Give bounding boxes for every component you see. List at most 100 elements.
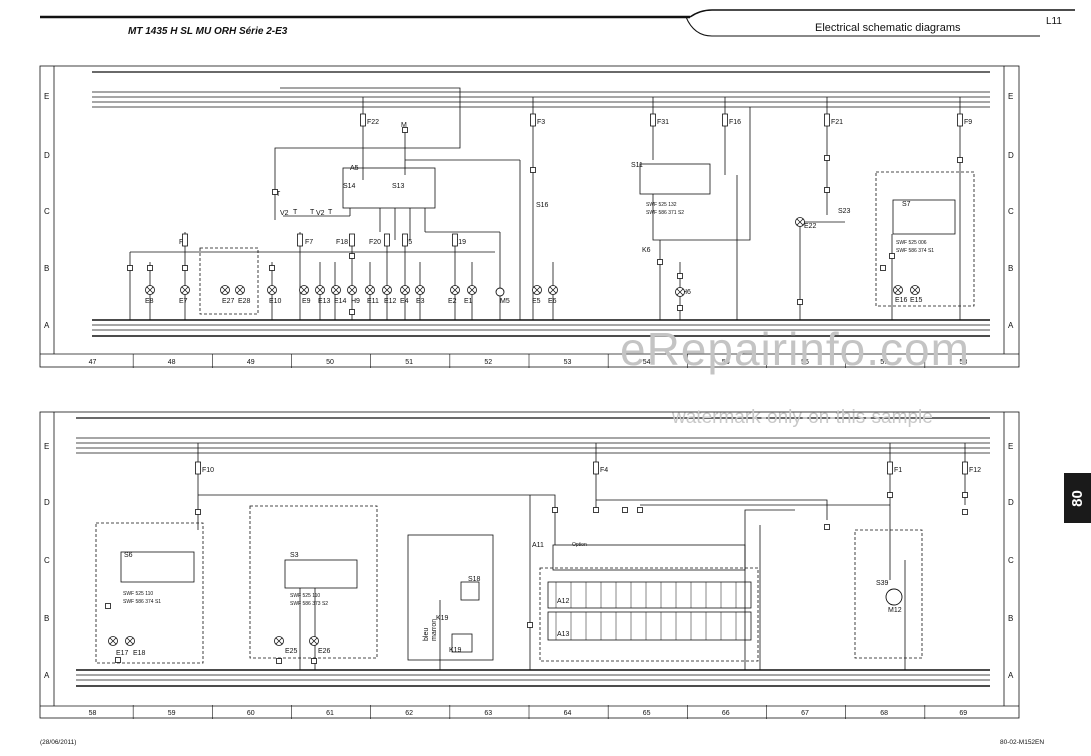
component-label: T — [293, 209, 298, 216]
component-label: T — [328, 209, 333, 216]
watermark-note: watermark-only-on-this-sample — [672, 407, 933, 428]
motor-symbol — [885, 588, 903, 606]
component-label: S6 — [124, 552, 133, 559]
connector-pin — [622, 507, 628, 513]
lamp-symbol — [795, 217, 805, 227]
component-label: E15 — [910, 297, 923, 304]
component-label: K19 — [449, 647, 462, 654]
lamp-symbol — [675, 287, 685, 297]
connector-pin — [311, 658, 317, 664]
column-number: 50 — [326, 359, 334, 366]
row-letter: B — [1008, 614, 1013, 623]
lamp-symbol — [315, 285, 325, 295]
row-letter: C — [1008, 207, 1014, 216]
component-label: SWF 586 374 S1 — [123, 599, 161, 605]
column-number: 51 — [405, 359, 413, 366]
component-label: SWF 586 373 S2 — [290, 601, 328, 607]
lamp-cross — [549, 286, 557, 294]
lamp-cross — [676, 288, 684, 296]
component-label: F22 — [367, 119, 379, 126]
component-label: SWF 586 374 S1 — [896, 248, 934, 254]
column-number: 60 — [247, 710, 255, 717]
watermark-site: eRepairinfo.com — [620, 323, 970, 375]
column-number: 52 — [484, 359, 492, 366]
fuse-symbol — [384, 233, 390, 247]
row-letter: D — [44, 498, 50, 507]
lamp-symbol — [400, 285, 410, 295]
row-letter: B — [44, 264, 49, 273]
lamp-cross — [366, 286, 374, 294]
component-label: F1 — [894, 467, 902, 474]
lamp-cross — [383, 286, 391, 294]
component-label: S11 — [631, 162, 643, 169]
component-label: S3 — [290, 552, 299, 559]
lamp-symbol — [365, 285, 375, 295]
component-label: E18 — [133, 650, 146, 657]
fuse-symbol — [962, 461, 968, 475]
lamp-symbol — [893, 285, 903, 295]
component-label: S16 — [536, 202, 549, 209]
connector-pin — [402, 127, 408, 133]
column-number: 53 — [564, 359, 572, 366]
component-label: H6 — [682, 289, 691, 296]
lamp-symbol — [180, 285, 190, 295]
connector-pin — [147, 265, 153, 271]
connector-pin — [195, 509, 201, 515]
lamp-cross — [316, 286, 324, 294]
lamp-symbol — [145, 285, 155, 295]
column-number: 65 — [643, 710, 651, 717]
connector-pin — [657, 259, 663, 265]
component-label: F20 — [369, 239, 381, 246]
column-number: 49 — [247, 359, 255, 366]
motor-symbol — [495, 287, 505, 297]
lamp-symbol — [274, 636, 284, 646]
column-number: 58 — [89, 710, 97, 717]
row-letter: B — [1008, 264, 1013, 273]
footer-reference: 80-02-M152EN — [1000, 739, 1045, 746]
column-number: 66 — [722, 710, 730, 717]
lamp-cross — [221, 286, 229, 294]
fuse-symbol — [824, 113, 830, 127]
connector-pin — [272, 189, 278, 195]
connector-pin — [349, 309, 355, 315]
row-letter: E — [44, 92, 49, 101]
component-label: SWF 525 132 — [646, 202, 677, 208]
fuse-symbol — [402, 233, 408, 247]
column-number: 48 — [168, 359, 176, 366]
lamp-cross — [275, 637, 283, 645]
component-label: F18 — [336, 239, 348, 246]
component-label: M12 — [888, 607, 902, 614]
component-label: F12 — [969, 467, 981, 474]
component-label: E10 — [269, 298, 282, 305]
fuse-symbol — [349, 233, 355, 247]
bottom-sheet — [39, 411, 1020, 719]
lamp-symbol — [347, 285, 357, 295]
fuse-symbol — [452, 233, 458, 247]
column-number: 67 — [801, 710, 809, 717]
lamp-cross — [126, 637, 134, 645]
lamp-symbol — [220, 285, 230, 295]
lamp-symbol — [267, 285, 277, 295]
lamp-cross — [310, 637, 318, 645]
connector-pin — [115, 657, 121, 663]
lamp-symbol — [235, 285, 245, 295]
lamp-cross — [468, 286, 476, 294]
fuse-symbol — [297, 233, 303, 247]
component-label: F10 — [202, 467, 214, 474]
component-label: T — [310, 209, 315, 216]
connector-pin — [957, 157, 963, 163]
row-letter: A — [44, 671, 50, 680]
row-letter: A — [44, 321, 50, 330]
component-label: A13 — [557, 631, 570, 638]
row-letter: C — [44, 207, 50, 216]
component-label: E6 — [548, 298, 557, 305]
lamp-symbol — [108, 636, 118, 646]
lamp-cross — [146, 286, 154, 294]
lamp-symbol — [532, 285, 542, 295]
connector-pin — [962, 492, 968, 498]
column-number: 69 — [959, 710, 967, 717]
lamp-cross — [796, 218, 804, 226]
page-code: L11 — [1046, 16, 1062, 27]
connector-pin — [824, 524, 830, 530]
